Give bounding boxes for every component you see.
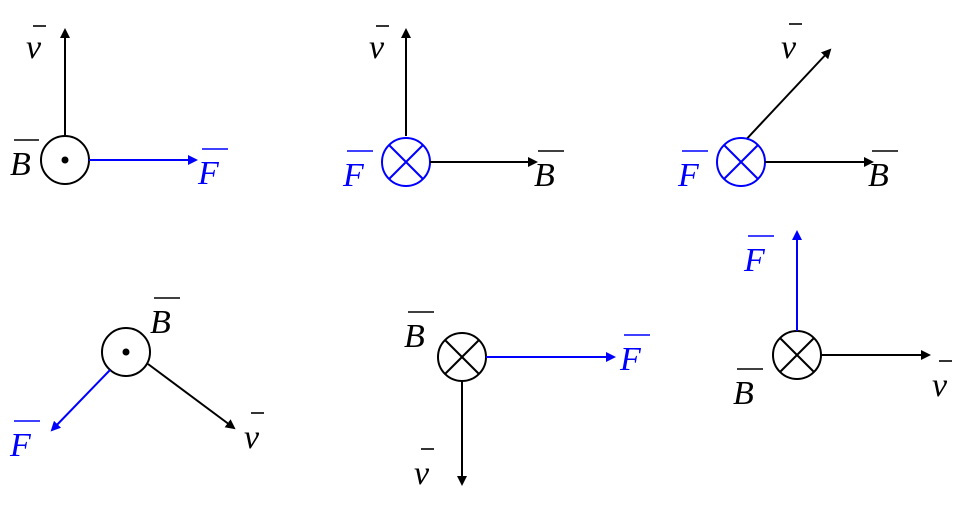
force-label: F (9, 427, 32, 464)
velocity-arrow (740, 48, 832, 146)
cross-icon (779, 337, 815, 373)
force-label: F (342, 157, 365, 194)
dot-icon (122, 348, 130, 356)
velocity-arrow (147, 363, 236, 430)
field-label: B (733, 375, 754, 412)
field-label: B (868, 157, 889, 194)
field-label: B (404, 318, 425, 355)
force-label: F (743, 242, 766, 279)
panel-3: v F B (677, 23, 898, 194)
cross-icon (444, 339, 480, 375)
field-label: B (10, 146, 31, 183)
velocity-label: v (781, 29, 797, 66)
panel-2: v F B (342, 25, 564, 194)
panel-4: B F v (9, 297, 264, 464)
force-label: F (619, 341, 642, 378)
field-label: B (534, 157, 555, 194)
velocity-label: v (26, 29, 42, 66)
panel-1: v B F (10, 25, 228, 192)
velocity-label: v (414, 455, 430, 492)
dot-icon (61, 156, 69, 164)
cross-icon (388, 144, 424, 180)
force-label: F (197, 155, 220, 192)
velocity-label: v (369, 29, 385, 66)
force-arrow (50, 369, 111, 432)
velocity-label: v (932, 367, 948, 404)
velocity-label: v (244, 419, 260, 456)
panel-5: B F v (404, 311, 650, 492)
force-label: F (677, 157, 700, 194)
panel-6: F B v (733, 230, 952, 412)
cross-icon (723, 144, 759, 180)
field-label: B (150, 304, 171, 341)
